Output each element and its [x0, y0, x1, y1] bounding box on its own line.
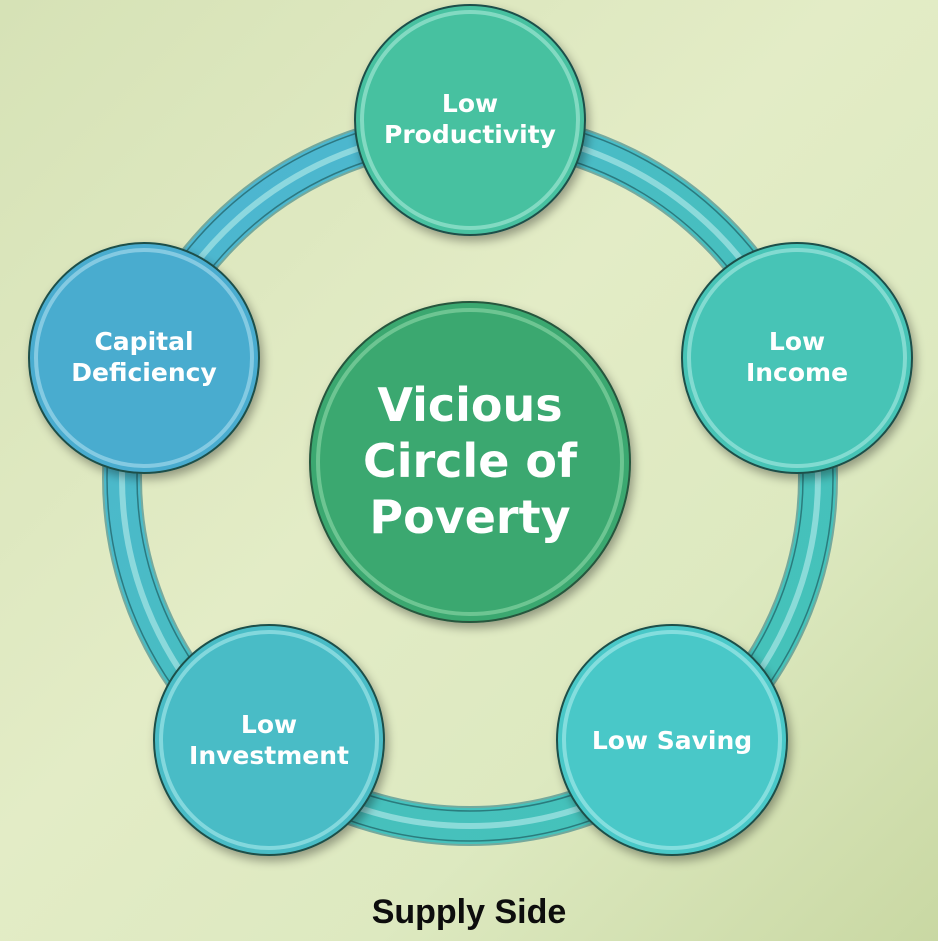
diagram-caption: Supply Side [371, 893, 567, 931]
node-low-investment-line-1: Low [241, 710, 297, 739]
node-low-saving: Low Saving [556, 624, 788, 856]
node-capital-deficiency: Capital Deficiency [28, 242, 260, 474]
center-title-line-2: Circle of [363, 434, 578, 488]
center-circle: Vicious Circle of Poverty [309, 301, 631, 623]
node-low-saving-label: Low Saving [592, 726, 752, 755]
node-low-productivity-line-2: Productivity [384, 120, 556, 149]
node-low-productivity-line-1: Low [442, 89, 498, 118]
node-low-productivity: Low Productivity [354, 4, 586, 236]
node-low-investment-line-2: Investment [189, 741, 349, 770]
center-title-line-3: Poverty [369, 490, 570, 544]
node-low-income-line-1: Low [769, 327, 825, 356]
node-capital-deficiency-line-2: Deficiency [71, 358, 217, 387]
node-low-income: Low Income [681, 242, 913, 474]
center-title-line-1: Vicious [377, 378, 562, 432]
node-low-investment: Low Investment [153, 624, 385, 856]
node-low-income-line-2: Income [746, 358, 848, 387]
node-capital-deficiency-line-1: Capital [94, 327, 193, 356]
